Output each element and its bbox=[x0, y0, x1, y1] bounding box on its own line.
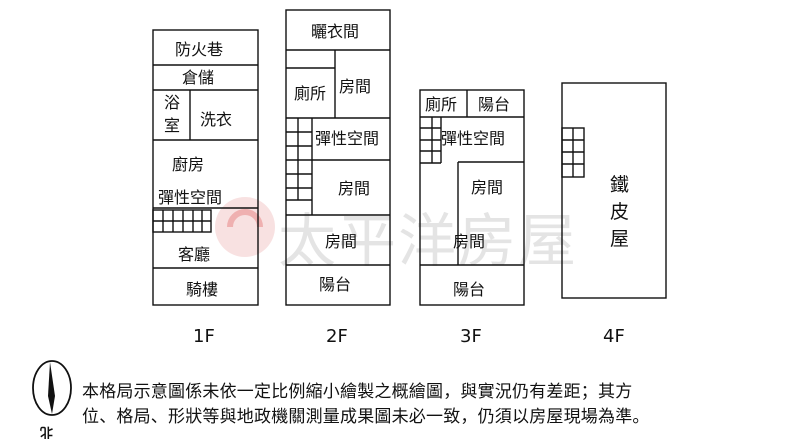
room-label: 鐵 bbox=[610, 174, 630, 196]
room-label: 曬衣間 bbox=[311, 22, 360, 41]
room-label: 室 bbox=[164, 116, 181, 135]
room-label: 陽台 bbox=[319, 275, 352, 294]
floor-label-4f: 4F bbox=[603, 326, 625, 347]
room-label: 房間 bbox=[325, 232, 358, 251]
room-label: 房間 bbox=[339, 77, 372, 96]
floor-label-2f: 2F bbox=[326, 326, 348, 347]
room-label: 彈性空間 bbox=[315, 129, 380, 148]
room-label: 房間 bbox=[471, 178, 504, 197]
disclaimer-line-2: 位、格局、形狀等與地政機關測量成果圖未必一致，仍須以房屋現場為準。 bbox=[82, 407, 650, 427]
room-label: 防火巷 bbox=[175, 40, 224, 59]
room-label: 彈性空間 bbox=[441, 129, 506, 148]
compass-north-label: 北 bbox=[40, 424, 54, 439]
room-label: 廁所 bbox=[425, 95, 458, 114]
room-label: 洗衣 bbox=[200, 110, 233, 129]
room-label: 皮 bbox=[610, 201, 630, 223]
room-label: 房間 bbox=[453, 232, 486, 251]
room-label: 彈性空間 bbox=[158, 188, 223, 207]
room-label: 廁所 bbox=[294, 84, 327, 103]
room-label: 陽台 bbox=[453, 280, 486, 299]
watermark-text: 太平洋房屋 bbox=[278, 207, 579, 275]
room-label: 客廳 bbox=[178, 245, 211, 264]
compass-icon bbox=[32, 360, 72, 416]
room-label: 廚房 bbox=[172, 155, 205, 174]
floor-label-1f: 1F bbox=[193, 326, 215, 347]
floor-label-3f: 3F bbox=[460, 326, 482, 347]
room-label: 倉儲 bbox=[182, 68, 215, 87]
room-label: 浴 bbox=[164, 93, 181, 112]
room-label: 陽台 bbox=[478, 95, 511, 114]
disclaimer-line-1: 本格局示意圖係未依一定比例縮小繪製之概繪圖，與實況仍有差距；其方 bbox=[82, 382, 633, 402]
watermark-logo bbox=[215, 197, 275, 257]
room-label: 房間 bbox=[338, 179, 371, 198]
room-label: 屋 bbox=[610, 228, 630, 250]
room-label: 騎樓 bbox=[186, 280, 219, 299]
